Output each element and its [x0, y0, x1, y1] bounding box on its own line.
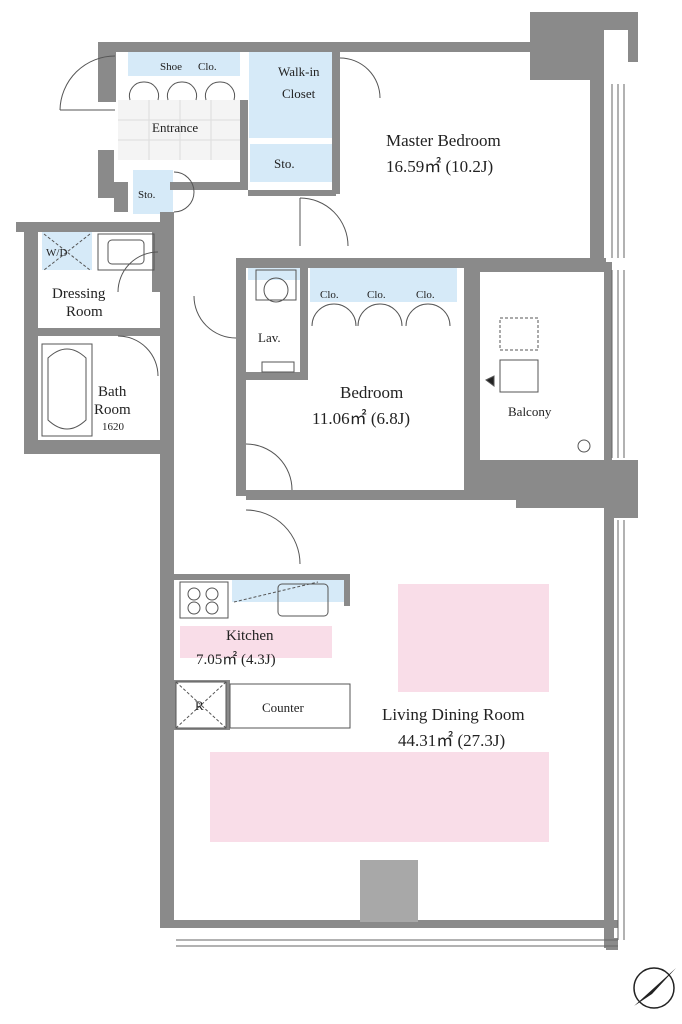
walk-in-closet-label-2: Closet — [282, 86, 316, 101]
shoe-closet-label-2: Clo. — [198, 61, 217, 73]
north-arrow-icon — [633, 967, 676, 1009]
refrigerator-box — [175, 681, 227, 729]
closet-door-arcs — [128, 81, 451, 327]
bathtub — [41, 343, 93, 437]
dressing-basin — [43, 233, 155, 271]
bedroom-closet-label-3: Clo. — [416, 289, 435, 301]
structural-column — [360, 860, 418, 922]
lavatory-sink — [255, 269, 297, 373]
counter-label: Counter — [262, 700, 305, 715]
windows — [176, 84, 625, 947]
living-highlight-lower — [210, 752, 549, 842]
living-dining-area: 44.31㎡ (27.3J) — [398, 731, 505, 750]
balcony-furniture — [485, 317, 591, 453]
kitchen-label-highlight — [180, 626, 332, 658]
counter-box — [229, 683, 351, 729]
walk-in-closet-label-1: Walk-in — [278, 64, 320, 79]
storage-fills — [42, 50, 457, 602]
entrance-floor — [118, 100, 242, 160]
entrance-storage-label: Sto. — [138, 189, 156, 201]
bath-room-label-2: Room — [94, 402, 131, 418]
living-highlight-upper — [398, 584, 549, 692]
living-dining-name: Living Dining Room — [382, 705, 525, 724]
entrance-label: Entrance — [152, 120, 198, 135]
master-bedroom-area: 16.59㎡ (10.2J) — [386, 157, 493, 176]
balcony-label: Balcony — [508, 404, 552, 419]
bedroom-closet-label-1: Clo. — [320, 289, 339, 301]
bath-room-size: 1620 — [102, 421, 125, 433]
shoe-closet-label-1: Shoe — [160, 61, 182, 73]
refrigerator-label: R — [195, 698, 204, 713]
master-storage-label: Sto. — [274, 156, 295, 171]
kitchen-equipment — [179, 581, 329, 619]
kitchen-area: 7.05㎡ (4.3J) — [196, 651, 276, 668]
lavatory-label: Lav. — [258, 330, 281, 345]
bedroom-closet-label-2: Clo. — [367, 289, 386, 301]
bedroom-name: Bedroom — [340, 383, 403, 402]
washer-dryer-label: W/D — [46, 247, 67, 259]
bath-room-label-1: Bath — [98, 384, 127, 400]
kitchen-name: Kitchen — [226, 628, 274, 644]
dressing-room-label-2: Room — [66, 304, 103, 320]
dressing-room-label-1: Dressing — [52, 286, 106, 302]
bedroom-area: 11.06㎡ (6.8J) — [312, 409, 410, 428]
master-bedroom-name: Master Bedroom — [386, 131, 501, 150]
